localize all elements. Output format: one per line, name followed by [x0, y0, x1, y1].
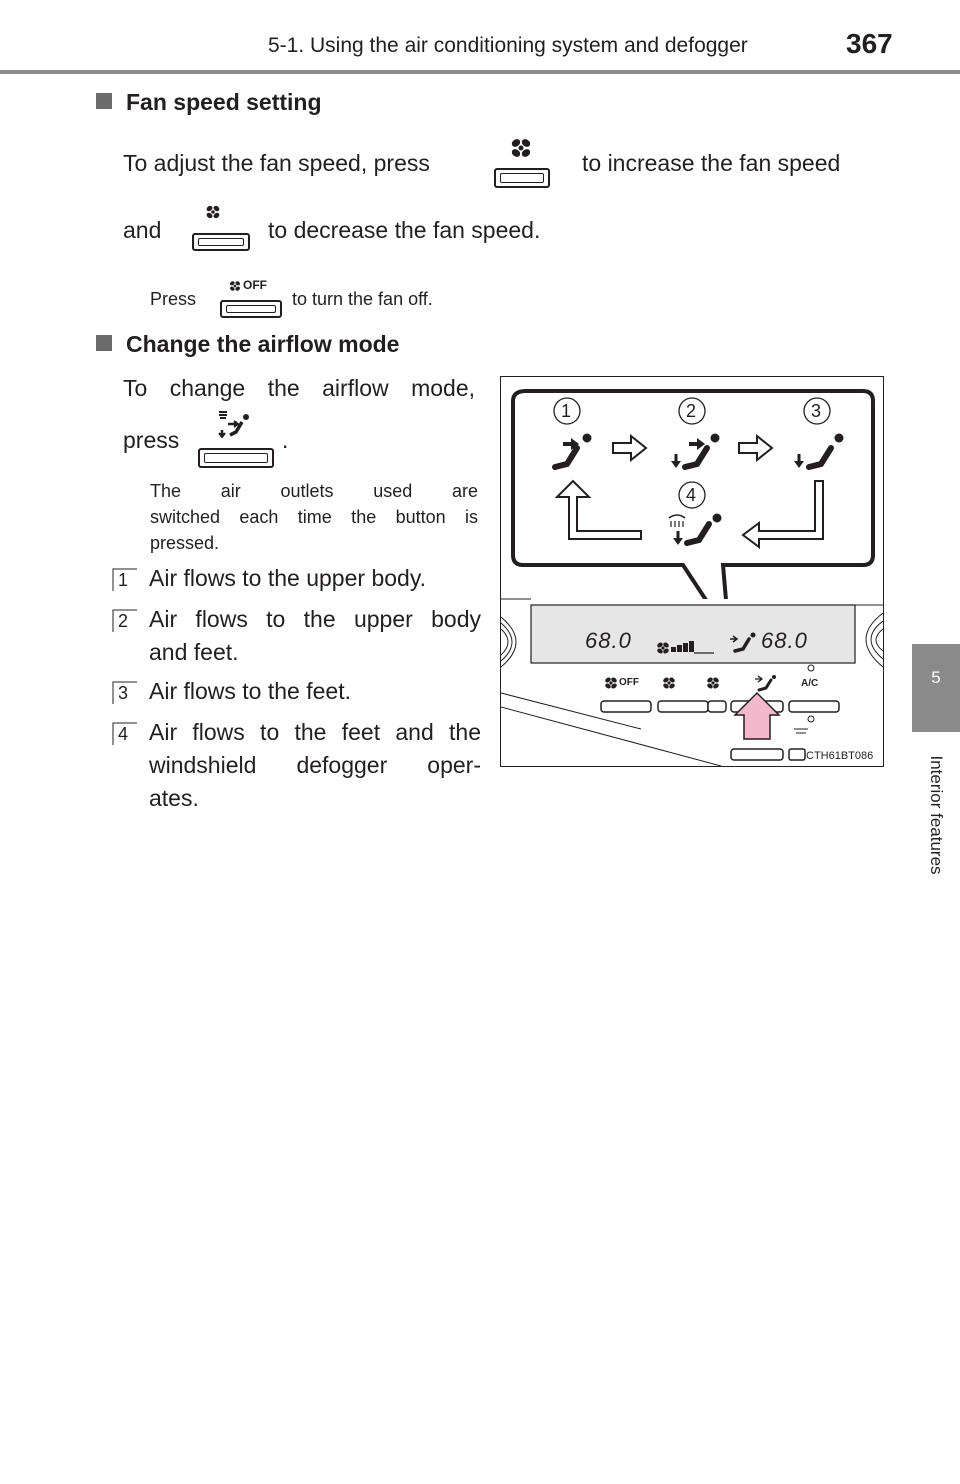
figure-illustration — [501, 389, 883, 766]
airflow-mode-icon — [218, 411, 249, 438]
fan-up-button-icon — [492, 136, 552, 190]
fan-off-button-icon: OFF — [218, 278, 284, 322]
list-item: Air flows to the feet. — [149, 675, 481, 708]
fan-speed-line2-a: and — [123, 217, 162, 243]
figure-code: CTH61BT086 — [806, 750, 874, 762]
display-panel — [530, 604, 856, 664]
fig-ac-label: A/C — [801, 678, 819, 689]
airflow-line1: To change the airflow mode, — [123, 375, 475, 401]
badge-frame — [112, 609, 137, 632]
fan-speed-line2-b: to decrease the fan speed. — [268, 217, 541, 243]
heading-bullet — [96, 93, 112, 109]
heading-bullet — [96, 335, 112, 351]
list-number-badge: 3 — [112, 681, 138, 705]
list-item: Air flows to the feet and the windshield… — [149, 716, 481, 815]
airflow-note-line2: switched each time the button is — [150, 507, 478, 527]
list-item-text: Air flows to the feet and the — [149, 719, 481, 745]
button-bar — [494, 168, 550, 188]
fan-speed-line1-b: to increase the fan speed — [582, 150, 841, 176]
badge-frame — [112, 681, 137, 704]
fan-icon — [206, 205, 220, 219]
chapter-label: Interior features — [927, 755, 946, 875]
list-number-badge: 2 — [112, 609, 138, 633]
list-item-text: and feet. — [149, 639, 239, 665]
button-bar — [198, 448, 274, 468]
airflow-note-line3: pressed. — [150, 533, 220, 553]
fan-off-note-a: Press — [150, 289, 197, 309]
button-bar — [220, 300, 282, 318]
list-item-text: Air flows to the feet. — [149, 678, 351, 704]
badge-frame — [112, 568, 137, 591]
list-item-text: windshield defogger oper- — [149, 752, 481, 778]
fan-icon — [511, 139, 531, 157]
callout-number: 1 — [561, 401, 572, 421]
list-number: 1 — [118, 570, 129, 590]
chapter-tab — [912, 644, 960, 732]
airflow-mode-button-icon — [196, 410, 276, 470]
fan-icon — [230, 281, 240, 291]
fan-off-note-b: to turn the fan off. — [292, 289, 433, 309]
section-title: 5-1. Using the air conditioning system a… — [268, 34, 748, 57]
heading-text: Change the airflow mode — [126, 331, 400, 357]
list-number-badge: 4 — [112, 722, 138, 746]
header-rule — [0, 70, 960, 74]
page-number: 367 — [846, 28, 893, 59]
mode-feet-defogger-icon — [668, 513, 722, 546]
heading-text: Fan speed setting — [126, 89, 322, 115]
list-number: 3 — [118, 683, 129, 703]
fan-speed-heading: Fan speed setting — [96, 89, 322, 116]
mode-body-feet-icon — [671, 433, 720, 470]
display-temp-right: 68.0 — [761, 628, 808, 653]
airflow-mode-figure: 1 2 3 4 68.0 68.0 OFF A/C — [500, 376, 884, 767]
off-label: OFF — [243, 278, 267, 292]
airflow-line2-a: press — [123, 427, 180, 453]
press-indicator-arrow — [733, 691, 781, 740]
button-bar — [192, 233, 250, 251]
list-number-badge: 1 — [112, 568, 138, 592]
airflow-line2-b: . — [282, 427, 289, 453]
list-item: Air flows to the upper body. — [149, 562, 481, 595]
fan-down-button-icon — [190, 203, 252, 253]
mode-feet-icon — [794, 433, 844, 470]
callout-number: 3 — [811, 401, 822, 421]
fig-off-label: OFF — [619, 677, 639, 688]
airflow-note-line1: The air outlets used are — [150, 481, 478, 501]
mode-upper-body-icon — [552, 433, 592, 470]
list-item-text: Air flows to the upper body — [149, 606, 481, 632]
list-item-text: Air flows to the upper body. — [149, 565, 426, 591]
display-temp-left: 68.0 — [585, 628, 632, 653]
list-item-text: ates. — [149, 785, 199, 811]
list-item: Air flows to the upper body and feet. — [149, 603, 481, 669]
airflow-heading: Change the airflow mode — [96, 331, 399, 358]
fan-speed-line1-a: To adjust the fan speed, press — [123, 150, 430, 176]
chapter-number: 5 — [931, 668, 941, 687]
badge-frame — [112, 722, 137, 745]
callout-number: 4 — [686, 485, 697, 505]
list-number: 2 — [118, 611, 129, 631]
list-number: 4 — [118, 724, 129, 744]
callout-number: 2 — [686, 401, 697, 421]
